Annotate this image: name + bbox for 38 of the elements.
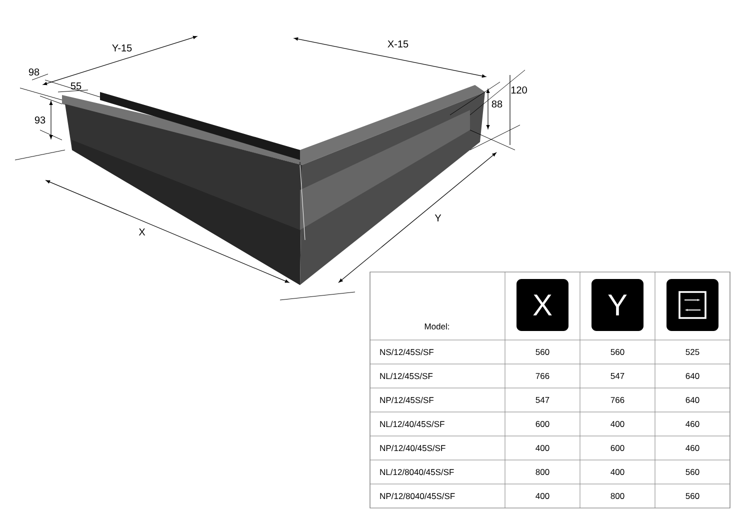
dimension-value: 560	[610, 349, 624, 355]
dimension-value: 460	[686, 421, 700, 427]
model-name: NP/12/40/45S/SF	[380, 444, 446, 452]
model-name: NP/12/8040/45S/SF	[380, 492, 455, 500]
dimension-value: 560	[686, 469, 700, 475]
dimension-value: 400	[610, 469, 624, 475]
dimension-label: Y-15	[112, 44, 132, 52]
dimension-value: 560	[536, 349, 550, 355]
dimension-value: 525	[686, 349, 700, 355]
dimension-value: 547	[536, 397, 550, 403]
model-name: NS/12/45S/SF	[380, 348, 434, 356]
dimension-value: 640	[686, 397, 700, 403]
dimension-value: 766	[610, 397, 624, 403]
dimension-label: 120	[511, 86, 527, 94]
dimension-value: 600	[610, 445, 624, 451]
dimension-value: 560	[686, 493, 700, 499]
column-header: Model:	[424, 323, 449, 330]
dimension-label: X	[138, 228, 146, 236]
dimension-label: 88	[492, 100, 502, 108]
dimension-value: 400	[610, 421, 624, 427]
dimension-label: 55	[70, 82, 82, 90]
model-name: NP/12/45S/SF	[380, 396, 434, 404]
model-name: NL/12/8040/45S/SF	[380, 468, 454, 476]
model-name: NL/12/40/45S/SF	[380, 420, 444, 428]
model-name: NL/12/45S/SF	[380, 372, 433, 380]
dimension-value: 460	[686, 445, 700, 451]
dimension-label: Y	[434, 214, 442, 222]
dimension-value: 640	[686, 373, 700, 379]
dimension-value: 800	[610, 493, 624, 499]
dimension-value: 547	[610, 373, 624, 379]
dimension-value: 400	[536, 493, 550, 499]
dimension-label: 98	[28, 68, 40, 76]
dimension-label: X-15	[388, 40, 408, 48]
dimension-label: 93	[34, 116, 46, 124]
dimension-value: 766	[536, 373, 550, 379]
dimension-value: 400	[536, 445, 550, 451]
dimension-value: 600	[536, 421, 550, 427]
dimension-value: 800	[536, 469, 550, 475]
